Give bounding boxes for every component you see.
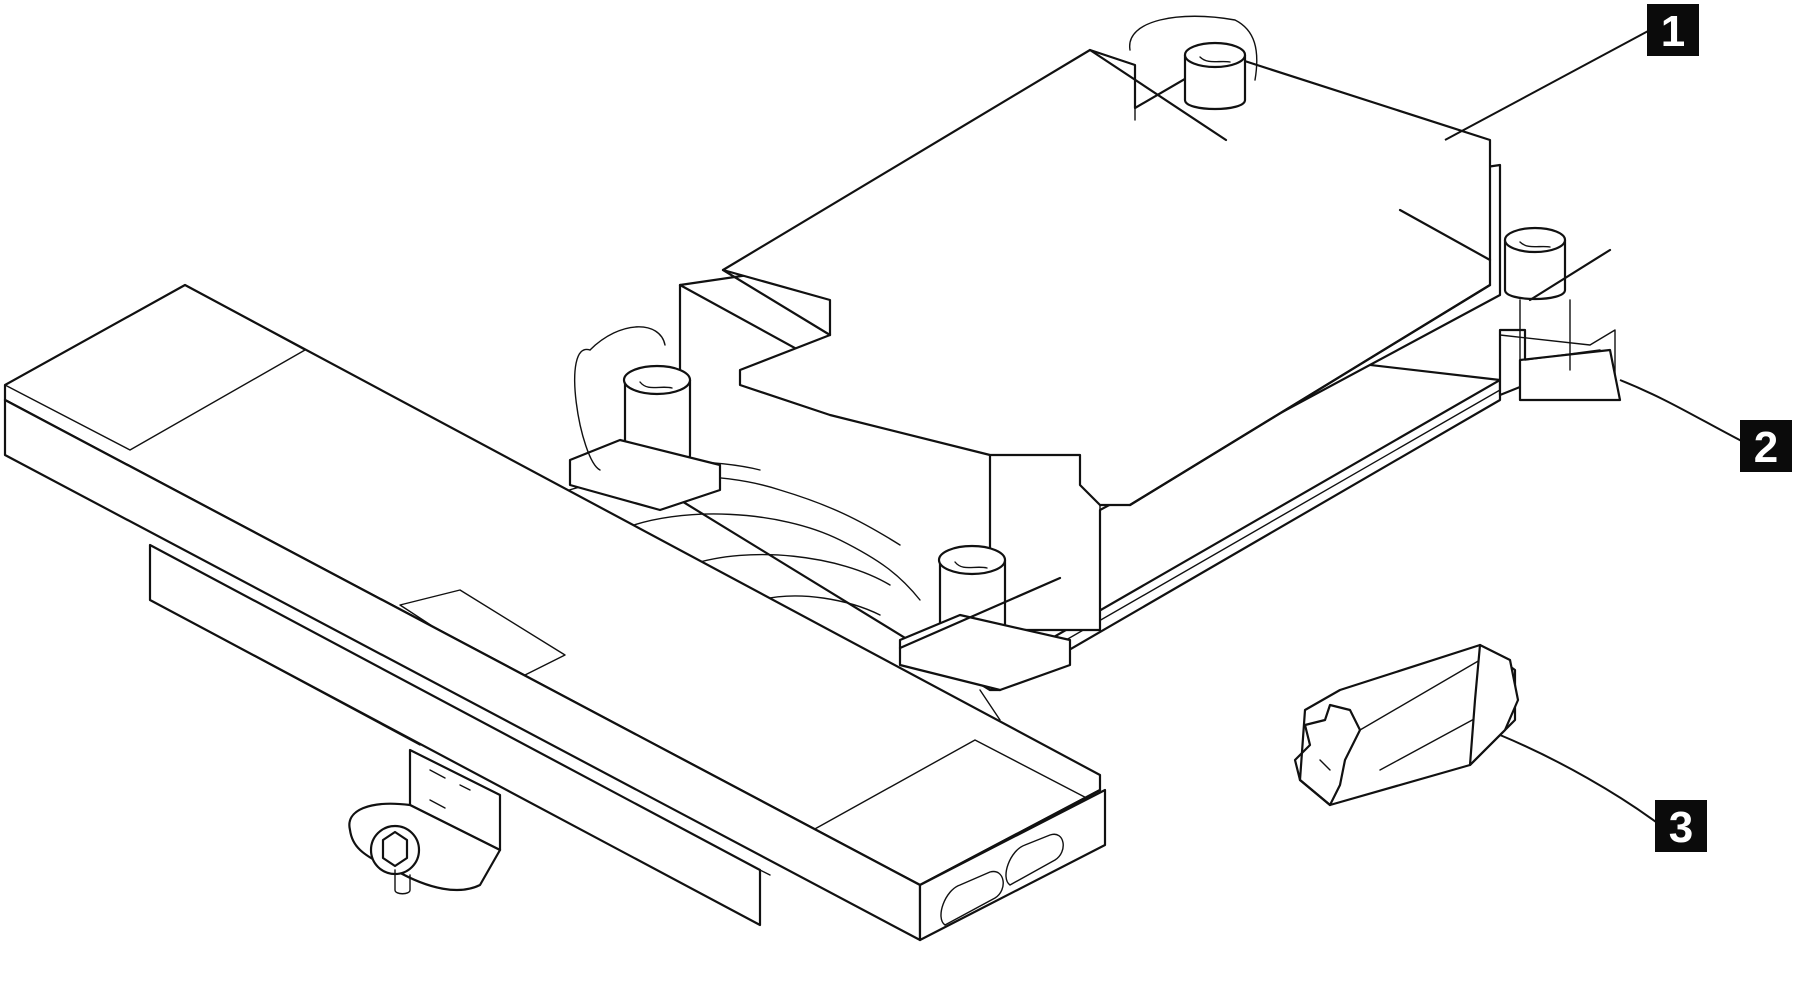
- leader-lines: [1444, 29, 1756, 826]
- callout-2-label: 2: [1754, 423, 1778, 472]
- leader-line-3: [1499, 734, 1661, 826]
- mounting-bracket: [348, 748, 502, 895]
- captive-nut-front: [898, 544, 1072, 721]
- callout-1: 1: [1647, 4, 1699, 56]
- captive-nut-back: [1129, 15, 1258, 111]
- callout-3-label: 3: [1669, 803, 1693, 852]
- captive-nut-left: [568, 326, 722, 512]
- callout-1-label: 1: [1661, 7, 1685, 56]
- leader-line-2: [1619, 379, 1756, 449]
- leader-line-1: [1444, 29, 1651, 141]
- torx-bit: [1293, 643, 1520, 807]
- heat-sink-arm: [3, 283, 1107, 942]
- callout-3: 3: [1655, 800, 1707, 852]
- callout-2: 2: [1740, 420, 1792, 472]
- captive-nut-right: [1503, 226, 1612, 371]
- processor-heat-sink: [678, 48, 1622, 692]
